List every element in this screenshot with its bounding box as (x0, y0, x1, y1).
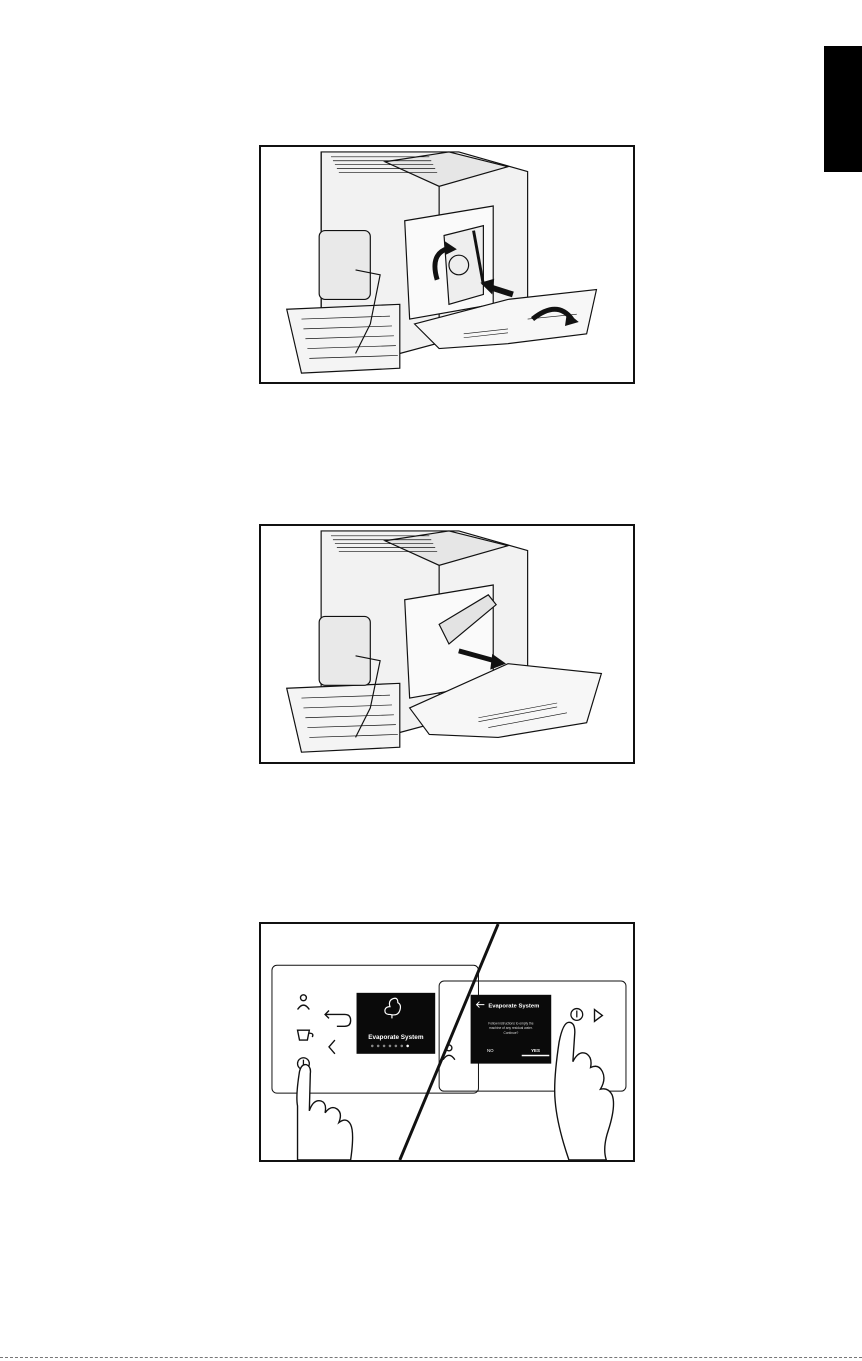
pointing-hand-icon (555, 1022, 614, 1160)
screen-title: Evaporate System (368, 1034, 424, 1041)
screen-message-line1: Follow instructions to empty the (488, 1021, 534, 1025)
option-no-button[interactable]: NO (487, 1048, 494, 1053)
screen-message-line3: Continue? (504, 1031, 519, 1035)
control-panel-illustration: Evaporate System Evaporate System Follow… (261, 924, 633, 1160)
cup-icon (298, 1030, 313, 1040)
screen-title: Evaporate System (488, 1004, 539, 1010)
screen-evaporate-progress: Evaporate System (357, 993, 436, 1054)
option-yes-underline (522, 1055, 550, 1056)
chevron-left-icon (329, 1040, 335, 1054)
return-arrow-icon (325, 1011, 351, 1027)
figure-remove-brew-unit-step1 (259, 145, 635, 384)
figure-evaporate-system-panel: Evaporate System Evaporate System Follow… (259, 922, 635, 1162)
machine-illustration (261, 147, 633, 382)
page-bottom-rule (0, 1357, 862, 1358)
screen-message-line2: machine of any residual water. (489, 1026, 533, 1030)
play-icon (595, 1010, 603, 1022)
figure-remove-brew-unit-step2 (259, 524, 635, 764)
pointing-hand-icon (297, 1065, 353, 1160)
screen-evaporate-confirm: Evaporate System Follow instructions to … (471, 995, 552, 1064)
power-icon (571, 1009, 583, 1021)
user-icon (298, 995, 310, 1010)
language-edge-tab (824, 46, 862, 172)
option-yes-button[interactable]: YES (531, 1048, 540, 1053)
machine-illustration (261, 526, 633, 762)
